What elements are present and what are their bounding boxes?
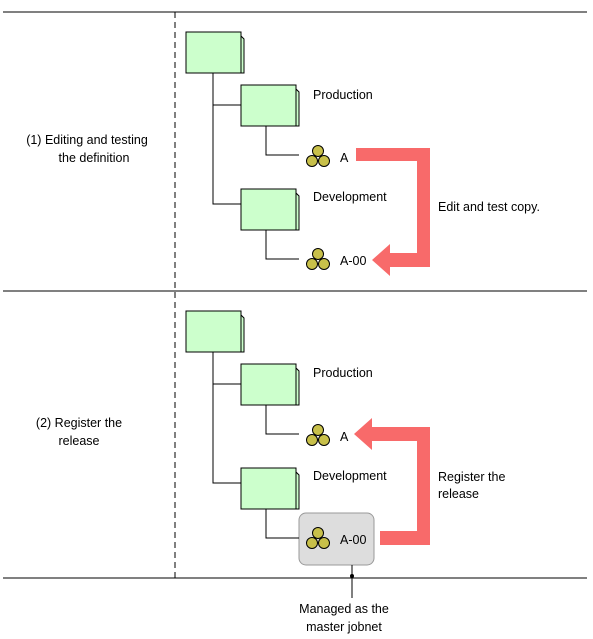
development-folder-icon [240,188,300,231]
production-label: Production [313,88,373,102]
jobnet-development-label: A-00 [340,533,366,547]
jobnet-icon [306,424,330,446]
callout-line1: Managed as the [299,602,389,616]
register-arrow-label-line1: Register the [438,470,505,484]
jobnet-icon [306,145,330,167]
root-folder-icon [185,310,245,353]
development-folder-icon [240,467,300,510]
production-label: Production [313,366,373,380]
tree-connector [212,73,241,205]
jobnet-development-label: A-00 [340,254,366,268]
master-jobnet-highlight [298,512,375,566]
development-label: Development [313,469,387,483]
root-folder-icon [185,31,245,74]
step-2-label-line1: (2) Register the [36,416,122,430]
step-2-label-line2: release [59,434,100,448]
development-label: Development [313,190,387,204]
step-1-label-line2: the definition [59,151,130,165]
callout-dot [350,574,354,578]
production-folder-icon [240,363,300,406]
register-arrow-label-line2: release [438,487,479,501]
edit-copy-arrow [356,148,430,276]
tree-connector [265,126,299,156]
tree-connector [265,230,299,260]
jobnet-production-label: A [340,151,349,165]
tree-connector [265,508,299,539]
callout-line2: master jobnet [306,620,382,634]
section-1: (1) Editing and testing the definition P… [26,31,540,276]
jobnet-production-label: A [340,430,349,444]
edit-arrow-label: Edit and test copy. [438,200,540,214]
register-release-arrow [354,418,430,545]
tree-connector [265,405,299,435]
jobnet-icon [306,248,330,270]
section-2: (2) Register the release Production Deve… [36,310,505,598]
step-1-label-line1: (1) Editing and testing [26,133,148,147]
production-folder-icon [240,84,300,127]
tree-connector [212,352,241,484]
